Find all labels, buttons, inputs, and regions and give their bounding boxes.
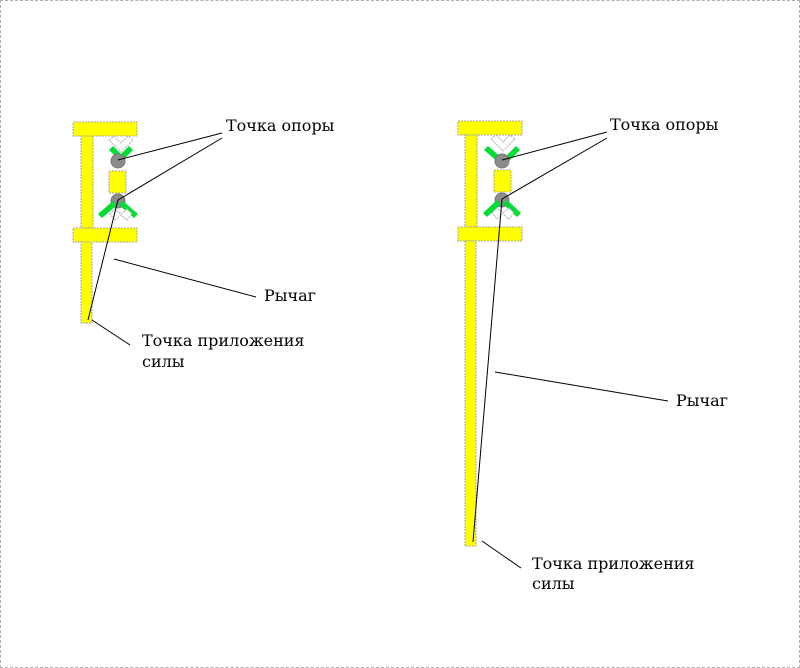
lower-hinge: [483, 192, 521, 220]
diagram-long-lever: Точка опоры Рычаг Точка приложения силы: [457, 115, 728, 593]
lever-label: Рычаг: [676, 391, 728, 410]
upper-hinge: [484, 134, 520, 169]
fulcrum-leader-lower: [117, 137, 223, 201]
force-leader: [87, 199, 119, 321]
center-block: [493, 169, 512, 193]
top-crossbar: [457, 120, 523, 136]
frame-post: [80, 135, 94, 229]
lever-label: Рычаг: [264, 286, 316, 305]
lever-leader: [113, 258, 257, 298]
upper-pivot: [110, 153, 126, 169]
force-label-line1: Точка приложения: [142, 331, 304, 350]
fulcrum-leader-lower: [501, 137, 608, 200]
lever-bar: [464, 240, 477, 547]
upper-pivot: [494, 153, 510, 169]
fulcrum-leader-upper: [117, 132, 223, 161]
lever-bar: [80, 241, 93, 324]
force-label-leader: [91, 319, 131, 346]
force-label-line2: силы: [142, 352, 185, 371]
diagram-short-lever: Точка опоры Рычаг Точка приложения силы: [72, 116, 335, 371]
lever-leader: [494, 371, 669, 402]
force-label-line2: силы: [532, 574, 575, 593]
frame-post: [464, 134, 478, 228]
force-label-line1: Точка приложения: [532, 554, 694, 573]
lower-crossbar: [457, 226, 523, 242]
fulcrum-label: Точка опоры: [610, 115, 719, 134]
force-leader: [472, 198, 503, 543]
lower-crossbar: [72, 227, 138, 243]
center-block: [108, 170, 127, 194]
top-crossbar: [72, 121, 138, 137]
force-label-leader: [481, 540, 522, 569]
lower-hinge: [98, 193, 138, 221]
upper-hinge: [108, 135, 134, 169]
fulcrum-leader-upper: [501, 131, 608, 161]
fulcrum-label: Точка опоры: [226, 116, 335, 135]
